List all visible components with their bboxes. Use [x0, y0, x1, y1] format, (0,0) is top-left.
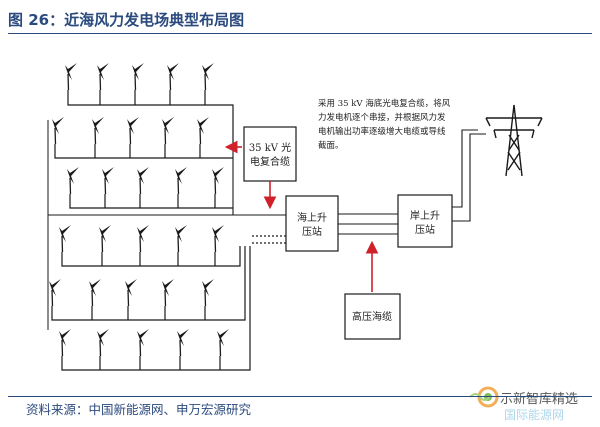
export-cables [338, 213, 398, 235]
wind-turbine-icon [131, 62, 145, 91]
hv-submarine-cable-box [344, 293, 401, 340]
note-line-1: 采用 35 kV 海底光电复合缆，将风 [318, 98, 451, 109]
wind-turbine-icon [101, 166, 115, 195]
turbine-row-3 [66, 166, 233, 209]
wind-turbine-icon [98, 224, 112, 253]
cable-box-line-1: 35 kV 光 [249, 141, 291, 154]
turbine-row-6 [58, 246, 251, 371]
wind-turbine-icon [196, 116, 210, 145]
wind-turbine-icon [48, 278, 62, 307]
offshore-substation-box [285, 195, 339, 252]
wind-turbine-icon [161, 116, 175, 145]
wind-turbine-icon [201, 278, 215, 307]
wind-turbine-icon [201, 62, 215, 91]
wind-turbine-icon [66, 166, 80, 195]
wind-turbine-icon [64, 62, 78, 91]
grid-connection-lines [452, 129, 486, 222]
watermark-logo-icon [469, 386, 499, 408]
figure-title: 图 26：近海风力发电场典型布局图 [8, 11, 245, 29]
wind-turbine-icon [211, 224, 225, 253]
wind-turbine-icon [51, 116, 65, 145]
offshore-station-line-1: 海上升 [297, 211, 327, 224]
hv-cable-label: 高压海缆 [352, 310, 392, 323]
wind-turbine-icon [136, 166, 150, 195]
wind-turbine-icon [91, 116, 105, 145]
onshore-station-line-1: 岸上升 [410, 210, 440, 222]
wind-turbine-icon [96, 62, 110, 91]
wind-turbine-icon [136, 224, 150, 253]
fiber-composite-cable-box [243, 126, 297, 182]
onshore-station-line-2: 压站 [415, 223, 435, 236]
watermark: 示新智库精选 国际能源网 [469, 386, 578, 422]
wind-turbine-icon [124, 278, 138, 307]
turbine-row-2 [51, 116, 233, 159]
bottom-rule [8, 396, 592, 397]
transmission-tower-icon [485, 104, 543, 177]
wind-turbine-icon [136, 328, 150, 357]
wind-turbine-icon [216, 328, 230, 357]
watermark-line-2: 国际能源网 [504, 408, 564, 422]
wind-turbine-icon [88, 278, 102, 307]
feeder-lines [48, 150, 286, 244]
turbine-row-4 [58, 224, 241, 267]
note-line-3: 电机输出功率逐级增大电缆或导线 [318, 126, 446, 137]
figure-source: 资料来源：中国新能源网、申万宏源研究 [26, 402, 252, 417]
offshore-station-line-2: 压站 [302, 225, 322, 238]
note-line-4: 截面。 [318, 140, 344, 151]
wind-turbine-icon [176, 328, 190, 357]
watermark-line-1: 示新智库精选 [500, 391, 578, 407]
turbine-row-1 [64, 62, 234, 150]
turbine-row-5 [48, 246, 246, 321]
wind-turbine-icon [161, 278, 175, 307]
cable-box-line-2: 电复合缆 [250, 155, 290, 168]
wind-turbine-icon [174, 224, 188, 253]
wind-turbine-icon [126, 116, 140, 145]
wind-turbine-icon [166, 62, 180, 91]
wind-turbine-icon [58, 224, 72, 253]
wind-turbine-icon [211, 166, 225, 195]
note-line-2: 力发电机逐个串接，并根据风力发 [318, 112, 446, 123]
wind-turbine-icon [174, 166, 188, 195]
title-rule [8, 33, 592, 34]
wind-turbine-icon [96, 328, 110, 357]
wind-turbine-icon [58, 328, 72, 357]
